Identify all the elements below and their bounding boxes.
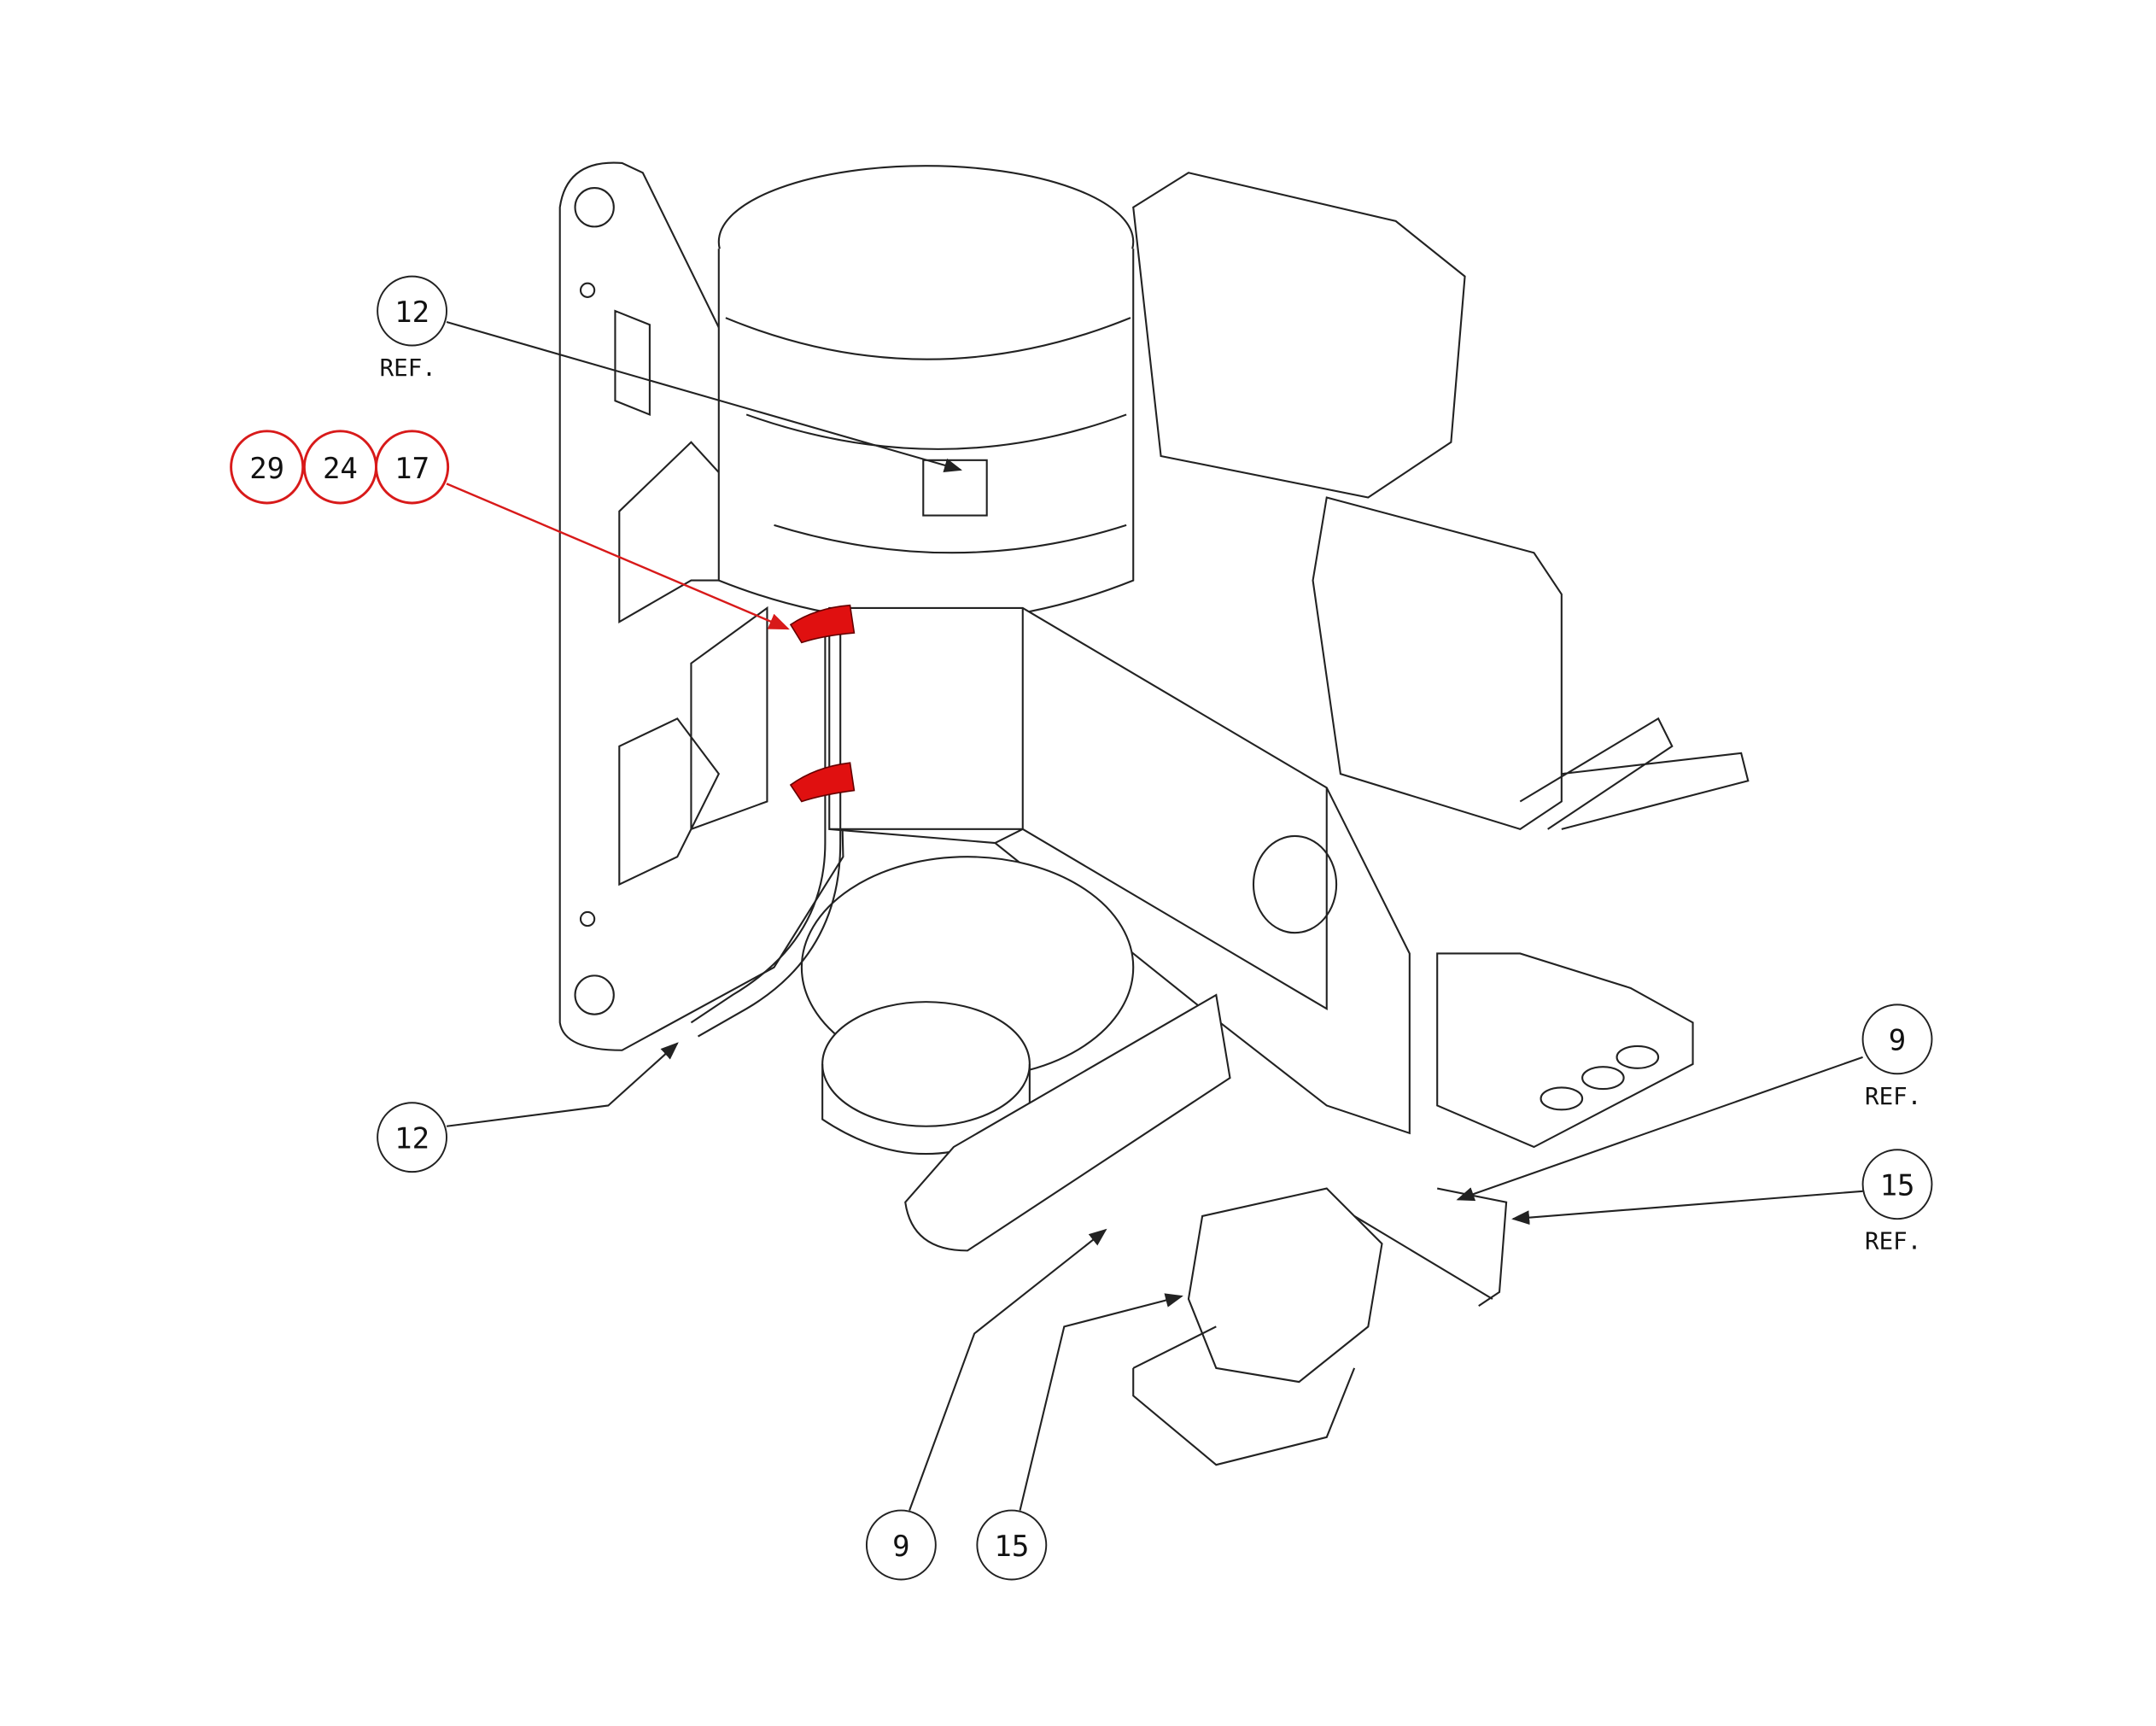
callout-24: 24 xyxy=(302,430,377,505)
leader-lines xyxy=(446,321,1863,1511)
hose-clamp-upper xyxy=(789,604,856,644)
callout-12-bottom: 12 xyxy=(377,1102,448,1173)
callout-17: 17 xyxy=(375,430,450,505)
callout-9-bottom: 9 xyxy=(865,1509,937,1581)
callout-9-ref: 9 REF. xyxy=(1861,1003,1933,1110)
callout-15-bottom: 15 xyxy=(976,1509,1048,1581)
hose-clamp-lower xyxy=(789,762,856,803)
motor-housing xyxy=(717,165,1135,623)
callout-number: 9 xyxy=(892,1530,909,1564)
callout-number: 9 xyxy=(1889,1024,1906,1058)
callout-number: 15 xyxy=(1880,1169,1915,1203)
callout-ref-note: REF. xyxy=(1865,1228,1921,1255)
pump-assembly xyxy=(1132,172,1750,1466)
hose-line xyxy=(690,629,842,1038)
callout-number: 12 xyxy=(394,295,429,330)
callout-number: 17 xyxy=(394,452,429,486)
callout-ref-note: REF. xyxy=(380,354,436,382)
callout-12-ref-top: 12 REF. xyxy=(377,275,448,382)
callout-number: 29 xyxy=(249,452,284,486)
callout-number: 24 xyxy=(323,452,358,486)
callout-ref-note: REF. xyxy=(1865,1083,1921,1110)
callout-15-ref: 15 REF. xyxy=(1861,1149,1933,1255)
callout-29: 29 xyxy=(230,430,305,505)
callout-number: 15 xyxy=(994,1530,1029,1564)
callout-number: 12 xyxy=(394,1122,429,1156)
gearbox-housing xyxy=(800,606,1411,1252)
